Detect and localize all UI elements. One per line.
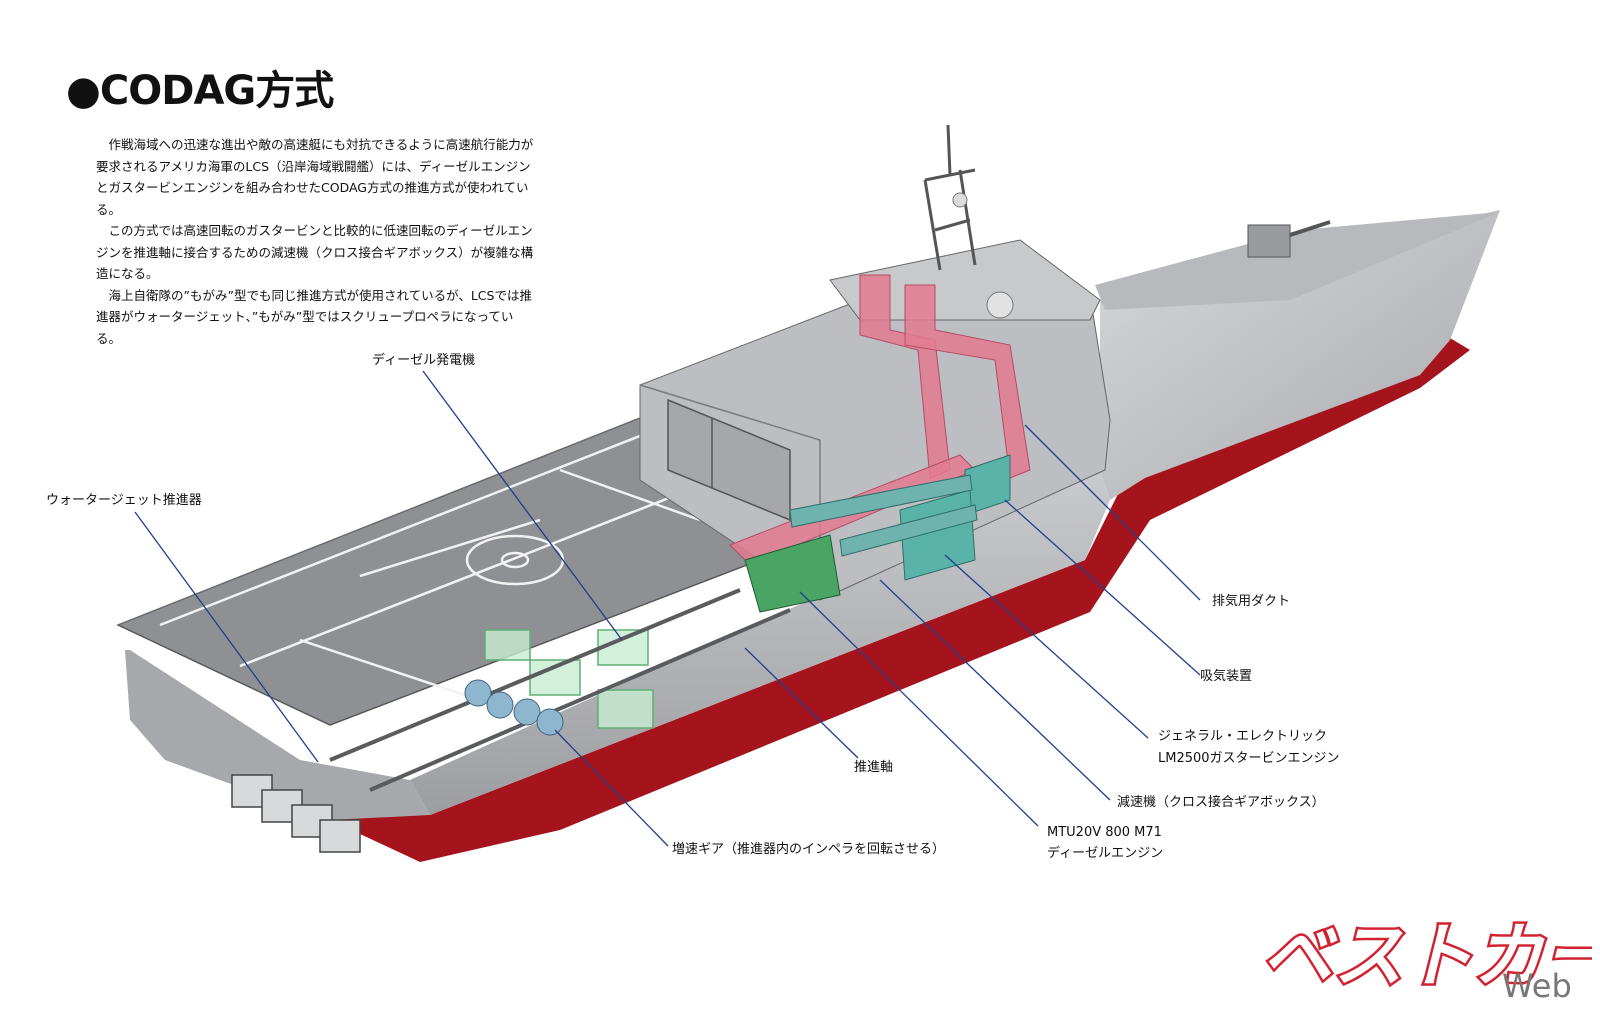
page-title: ●CODAG方式 — [66, 68, 334, 114]
logo-main-text: ベストカー — [1262, 915, 1592, 997]
hull-side-left — [125, 650, 430, 820]
label-exhaust-duct: 排気用ダクト — [1212, 594, 1291, 609]
label-mtu-line2: ディーゼルエンジン — [1047, 846, 1164, 861]
label-speedup-gear: 増速ギア（推進器内のインペラを回転させる） — [672, 842, 946, 857]
hangar-doors — [667, 398, 791, 522]
label-reduction-gear: 減速機（クロス接合ギアボックス） — [1117, 795, 1325, 810]
diesel-engine — [744, 534, 841, 613]
intro-paragraph-3: 海上自衛隊の”もがみ”型でも同じ推進方式が使用されているが、LCSでは推進器がウ… — [96, 287, 532, 346]
intro-paragraph-1: 作戦海域への迅速な進出や敵の高速艇にも対抗できるように高速航行能力が要求されるア… — [96, 137, 534, 217]
bow-deck — [1095, 212, 1500, 310]
label-ge-line2: LM2500ガスタービンエンジン — [1158, 751, 1340, 766]
speedup-gears — [464, 679, 564, 736]
bridge-block — [829, 239, 1101, 321]
label-diesel-generator: ディーゼル発電機 — [372, 353, 476, 368]
label-shaft: 推進軸 — [854, 760, 894, 775]
intro-text: 作戦海域への迅速な進出や敵の高速艇にも対抗できるように高速航行能力が要求されるア… — [96, 134, 536, 349]
intro-paragraph-2: この方式では高速回転のガスタービンと比較的に低速回転のディーゼルエンジンを推進軸… — [96, 223, 534, 281]
waterjets — [231, 774, 361, 853]
logo-sub-text: Web — [1502, 967, 1572, 1002]
label-mtu-line1: MTU20V 800 M71 — [1047, 825, 1162, 840]
label-ge-line1: ジェネラル・エレクトリック — [1158, 729, 1328, 744]
deck-markings — [159, 430, 721, 702]
diesel-generators — [484, 629, 654, 729]
label-intake: 吸気装置 — [1200, 669, 1253, 684]
shafts — [789, 474, 978, 557]
deck-gun — [1247, 224, 1291, 258]
propulsion-shafts — [329, 588, 791, 792]
bestcar-web-logo: ベストカー Web — [1262, 913, 1592, 1003]
mast — [923, 124, 977, 271]
leader-lines — [134, 370, 1201, 847]
label-waterjet: ウォータージェット推進器 — [46, 493, 202, 508]
